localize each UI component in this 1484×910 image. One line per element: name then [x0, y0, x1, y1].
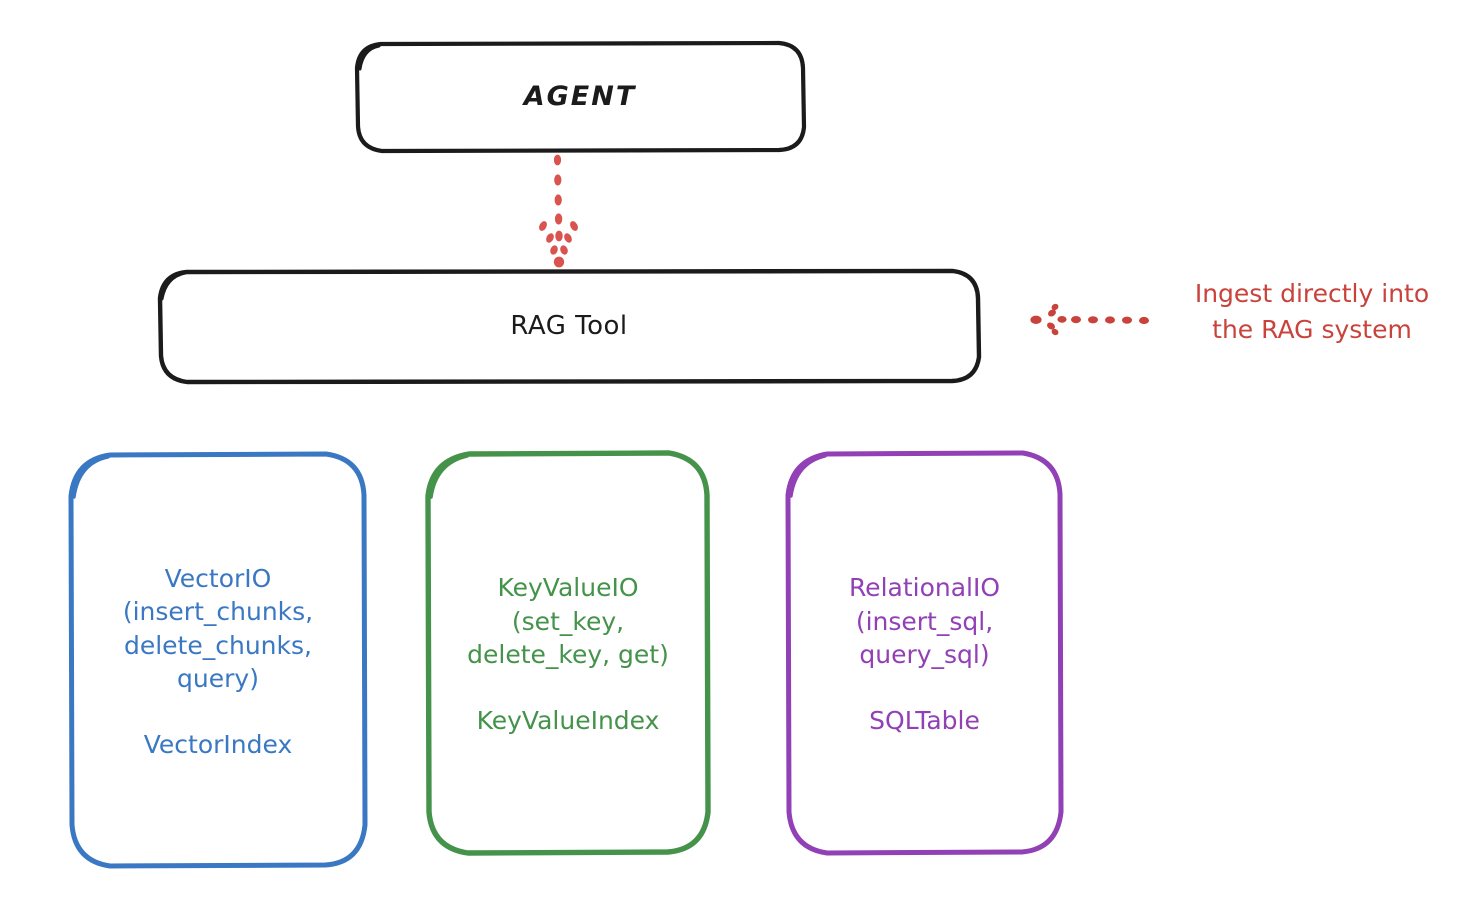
- node-relational-io[interactable]: RelationalIO (insert_sql, query_sql) SQL…: [785, 450, 1064, 856]
- node-vector-io-sublabel: VectorIndex: [143, 729, 293, 759]
- node-relational-io-sublabel: SQLTable: [869, 705, 980, 735]
- dotted-line-segments: [553, 154, 563, 242]
- node-vector-io[interactable]: VectorIO (insert_chunks, delete_chunks, …: [68, 451, 368, 869]
- annotation-ingest: Ingest directly into the RAG system: [1022, 276, 1474, 368]
- arrowhead: [1030, 303, 1067, 336]
- node-rag-tool-label: RAG Tool: [510, 310, 628, 341]
- arrowhead: [539, 221, 578, 268]
- node-agent-label: AGENT: [523, 80, 637, 112]
- connector-ingest-arrow: [1030, 303, 1149, 336]
- node-key-value-io-sublabel: KeyValueIndex: [476, 705, 660, 735]
- node-key-value-io[interactable]: KeyValueIO (set_key, delete_key, get) Ke…: [425, 450, 711, 856]
- node-relational-io-label: RelationalIO (insert_sql, query_sql): [848, 573, 1001, 670]
- node-rag-tool[interactable]: RAG Tool: [157, 268, 982, 385]
- node-vector-io-label: VectorIO (insert_chunks, delete_chunks, …: [122, 563, 314, 694]
- node-agent[interactable]: AGENT: [354, 40, 807, 154]
- annotation-ingest-text: Ingest directly into the RAG system: [1194, 279, 1430, 344]
- dotted-line-segments: [1071, 316, 1149, 325]
- connector-agent-to-rag-tool: [539, 154, 578, 268]
- node-key-value-io-label: KeyValueIO (set_key, delete_key, get): [467, 573, 669, 670]
